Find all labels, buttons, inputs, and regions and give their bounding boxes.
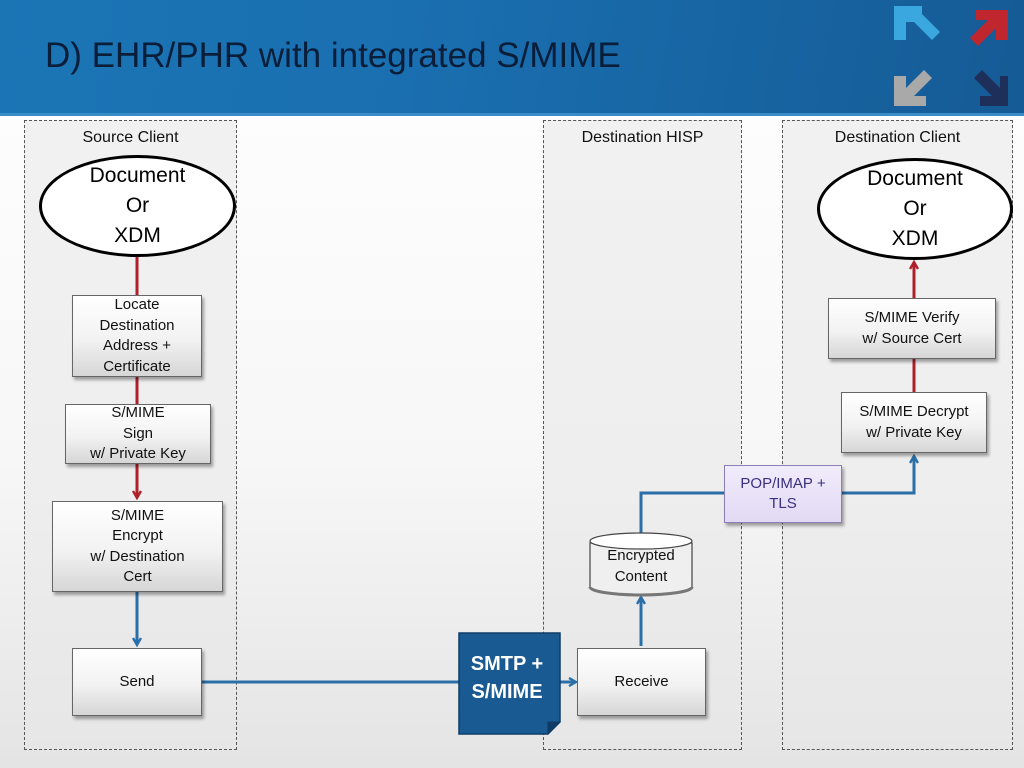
destination-document-node: Document Or XDM	[817, 158, 1013, 260]
send-node: Send	[72, 648, 202, 716]
lane-label-destination-hisp: Destination HISP	[581, 129, 704, 146]
pop-imap-tls-node: POP/IMAP + TLS	[724, 465, 842, 523]
header-divider	[0, 113, 1024, 116]
smime-sign-node: S/MIME Sign w/ Private Key	[65, 404, 211, 464]
smtp-document-shape	[458, 632, 561, 735]
smime-encrypt-node: S/MIME Encrypt w/ Destination Cert	[52, 501, 223, 592]
encrypted-content-cylinder	[588, 532, 694, 597]
smtp-smime-label: SMTP + S/MIME	[470, 653, 544, 703]
smime-decrypt-node: S/MIME Decrypt w/ Private Key	[841, 392, 987, 453]
arrows-logo-icon	[894, 6, 1008, 106]
locate-destination-node: Locate Destination Address + Certificate	[72, 295, 202, 377]
smime-verify-node: S/MIME Verify w/ Source Cert	[828, 298, 996, 359]
lane-label-destination-client: Destination Client	[834, 129, 961, 146]
receive-node: Receive	[577, 648, 706, 716]
encrypted-content-label: Encrypted Content	[607, 547, 675, 585]
lane-label-source-client: Source Client	[82, 129, 179, 146]
slide-title: D) EHR/PHR with integrated S/MIME	[45, 36, 621, 75]
source-document-node: Document Or XDM	[39, 155, 236, 257]
slide-header	[0, 0, 1024, 113]
